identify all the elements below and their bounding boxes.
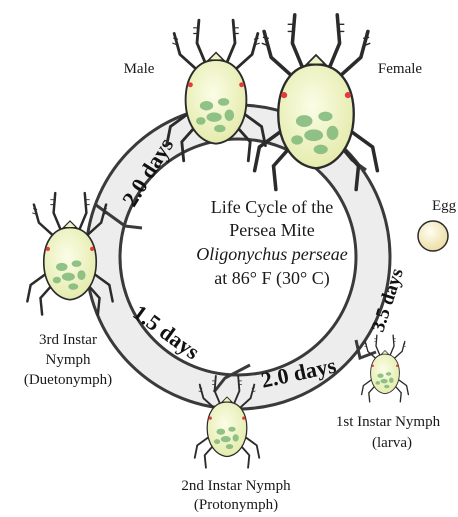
label-male: Male	[124, 61, 155, 77]
label-protonymph-2: (Protonymph)	[194, 497, 278, 513]
label-protonymph-1: 2nd Instar Nymph	[181, 478, 291, 494]
label-deutonymph-1: 3rd Instar	[39, 332, 97, 348]
center-title-species: Oligonychus perseae	[196, 244, 347, 264]
label-female: Female	[378, 61, 422, 77]
center-title-line1: Life Cycle of the	[211, 197, 333, 217]
center-title-line2: Persea Mite	[229, 220, 314, 240]
label-larva-1: 1st Instar Nymph	[336, 414, 441, 430]
label-egg: Egg	[432, 198, 457, 214]
larva-mite-icon	[362, 335, 409, 402]
egg-icon	[418, 221, 448, 251]
center-title-temperature: at 86° F (30° C)	[214, 268, 329, 289]
label-deutonymph-3: (Duetonymph)	[24, 372, 112, 388]
label-larva-2: (larva)	[372, 435, 412, 451]
label-deutonymph-2: Nymph	[46, 352, 92, 368]
